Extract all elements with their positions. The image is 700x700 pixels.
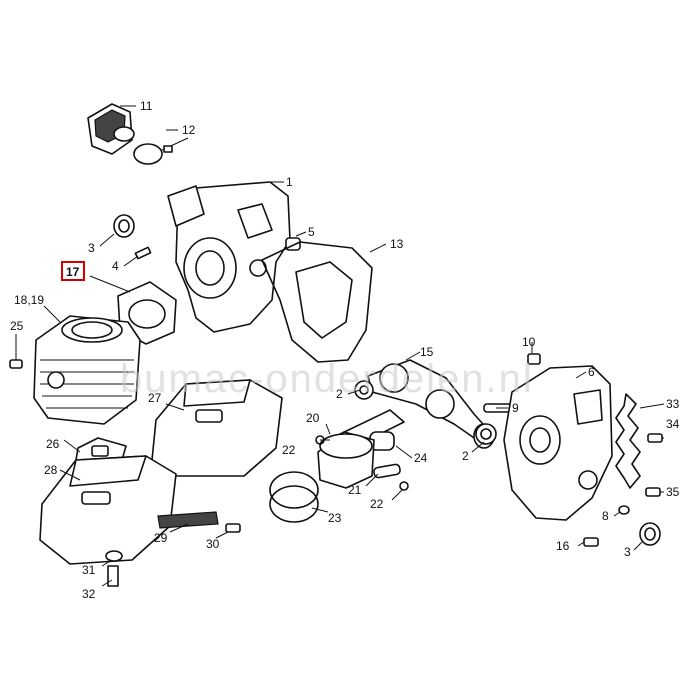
- callout-numbers: 11 12 1 3 4 5 13 17 18,19 25 15 2 10 6 9…: [10, 99, 680, 601]
- part-1-drawing: [167, 181, 291, 333]
- callout-5: 5: [308, 225, 315, 239]
- part-35-screw-drawing: [645, 487, 661, 497]
- callout-23: 23: [328, 511, 342, 525]
- callout-34: 34: [666, 417, 680, 431]
- callout-30: 30: [206, 537, 220, 551]
- part-20-piston-drawing: [317, 431, 375, 489]
- callout-35: 35: [666, 485, 680, 499]
- callout-2-left: 2: [336, 387, 343, 401]
- part-3-seal-drawing: [113, 214, 135, 238]
- part-16-screw-drawing: [583, 537, 599, 547]
- part-3-seal-right-drawing: [639, 522, 661, 546]
- leader-lines: [15, 105, 665, 587]
- callout-28: 28: [44, 463, 58, 477]
- callout-2-right: 2: [462, 449, 469, 463]
- part-2-bearing-right-drawing: [475, 423, 497, 445]
- part-28-muffler-drawing: [39, 455, 177, 565]
- callout-27: 27: [148, 391, 162, 405]
- callout-10: 10: [522, 335, 536, 349]
- callout-3-left: 3: [88, 241, 95, 255]
- callout-11: 11: [140, 99, 153, 113]
- part-8-washer-drawing: [618, 505, 630, 515]
- part-21-pin-drawing: [373, 463, 401, 479]
- callout-22-right: 22: [370, 497, 384, 511]
- part-27-muffler-drawing: [151, 379, 283, 477]
- callout-33: 33: [666, 397, 680, 411]
- part-30-screw-drawing: [225, 523, 241, 533]
- callout-22-left: 22: [282, 443, 296, 457]
- callout-6: 6: [588, 365, 595, 379]
- part-6-crankcase-drawing: [503, 365, 613, 521]
- callout-1: 1: [286, 175, 293, 189]
- part-23-rings-drawing: [269, 471, 319, 523]
- part-11-drawing: [87, 103, 135, 155]
- callout-9: 9: [512, 401, 519, 415]
- part-32-bolt-drawing: [107, 565, 119, 587]
- callout-4: 4: [112, 259, 119, 273]
- callout-15: 15: [420, 345, 434, 359]
- callout-12: 12: [182, 123, 196, 137]
- callout-8: 8: [602, 509, 609, 523]
- callout-26: 26: [46, 437, 60, 451]
- part-33-plate-drawing: [615, 393, 641, 489]
- part-34-screw-drawing: [647, 433, 663, 443]
- part-13-gasket-drawing: [261, 241, 373, 363]
- callout-24: 24: [414, 451, 428, 465]
- part-31-washer-drawing: [105, 550, 123, 562]
- watermark-text: bumac-onderdelen.nl: [120, 357, 534, 401]
- callout-21: 21: [348, 483, 362, 497]
- callout-18-19: 18,19: [14, 293, 44, 307]
- callout-25: 25: [10, 319, 24, 333]
- callout-17: 17: [66, 265, 80, 279]
- part-18-19-cylinder-drawing: [33, 315, 141, 425]
- callout-29: 29: [154, 531, 168, 545]
- callout-16: 16: [556, 539, 570, 553]
- callout-31: 31: [82, 563, 96, 577]
- part-29-screen-drawing: [157, 511, 219, 529]
- callout-3-right: 3: [624, 545, 631, 559]
- part-12-drawing: [133, 137, 189, 165]
- part-10-nut-drawing: [527, 353, 541, 365]
- callout-20: 20: [306, 411, 320, 425]
- part-4-screw-drawing: [134, 246, 152, 260]
- callout-13: 13: [390, 237, 404, 251]
- part-25-screw-drawing: [9, 359, 23, 369]
- callout-17-highlight-box: [61, 261, 85, 281]
- callout-32: 32: [82, 587, 96, 601]
